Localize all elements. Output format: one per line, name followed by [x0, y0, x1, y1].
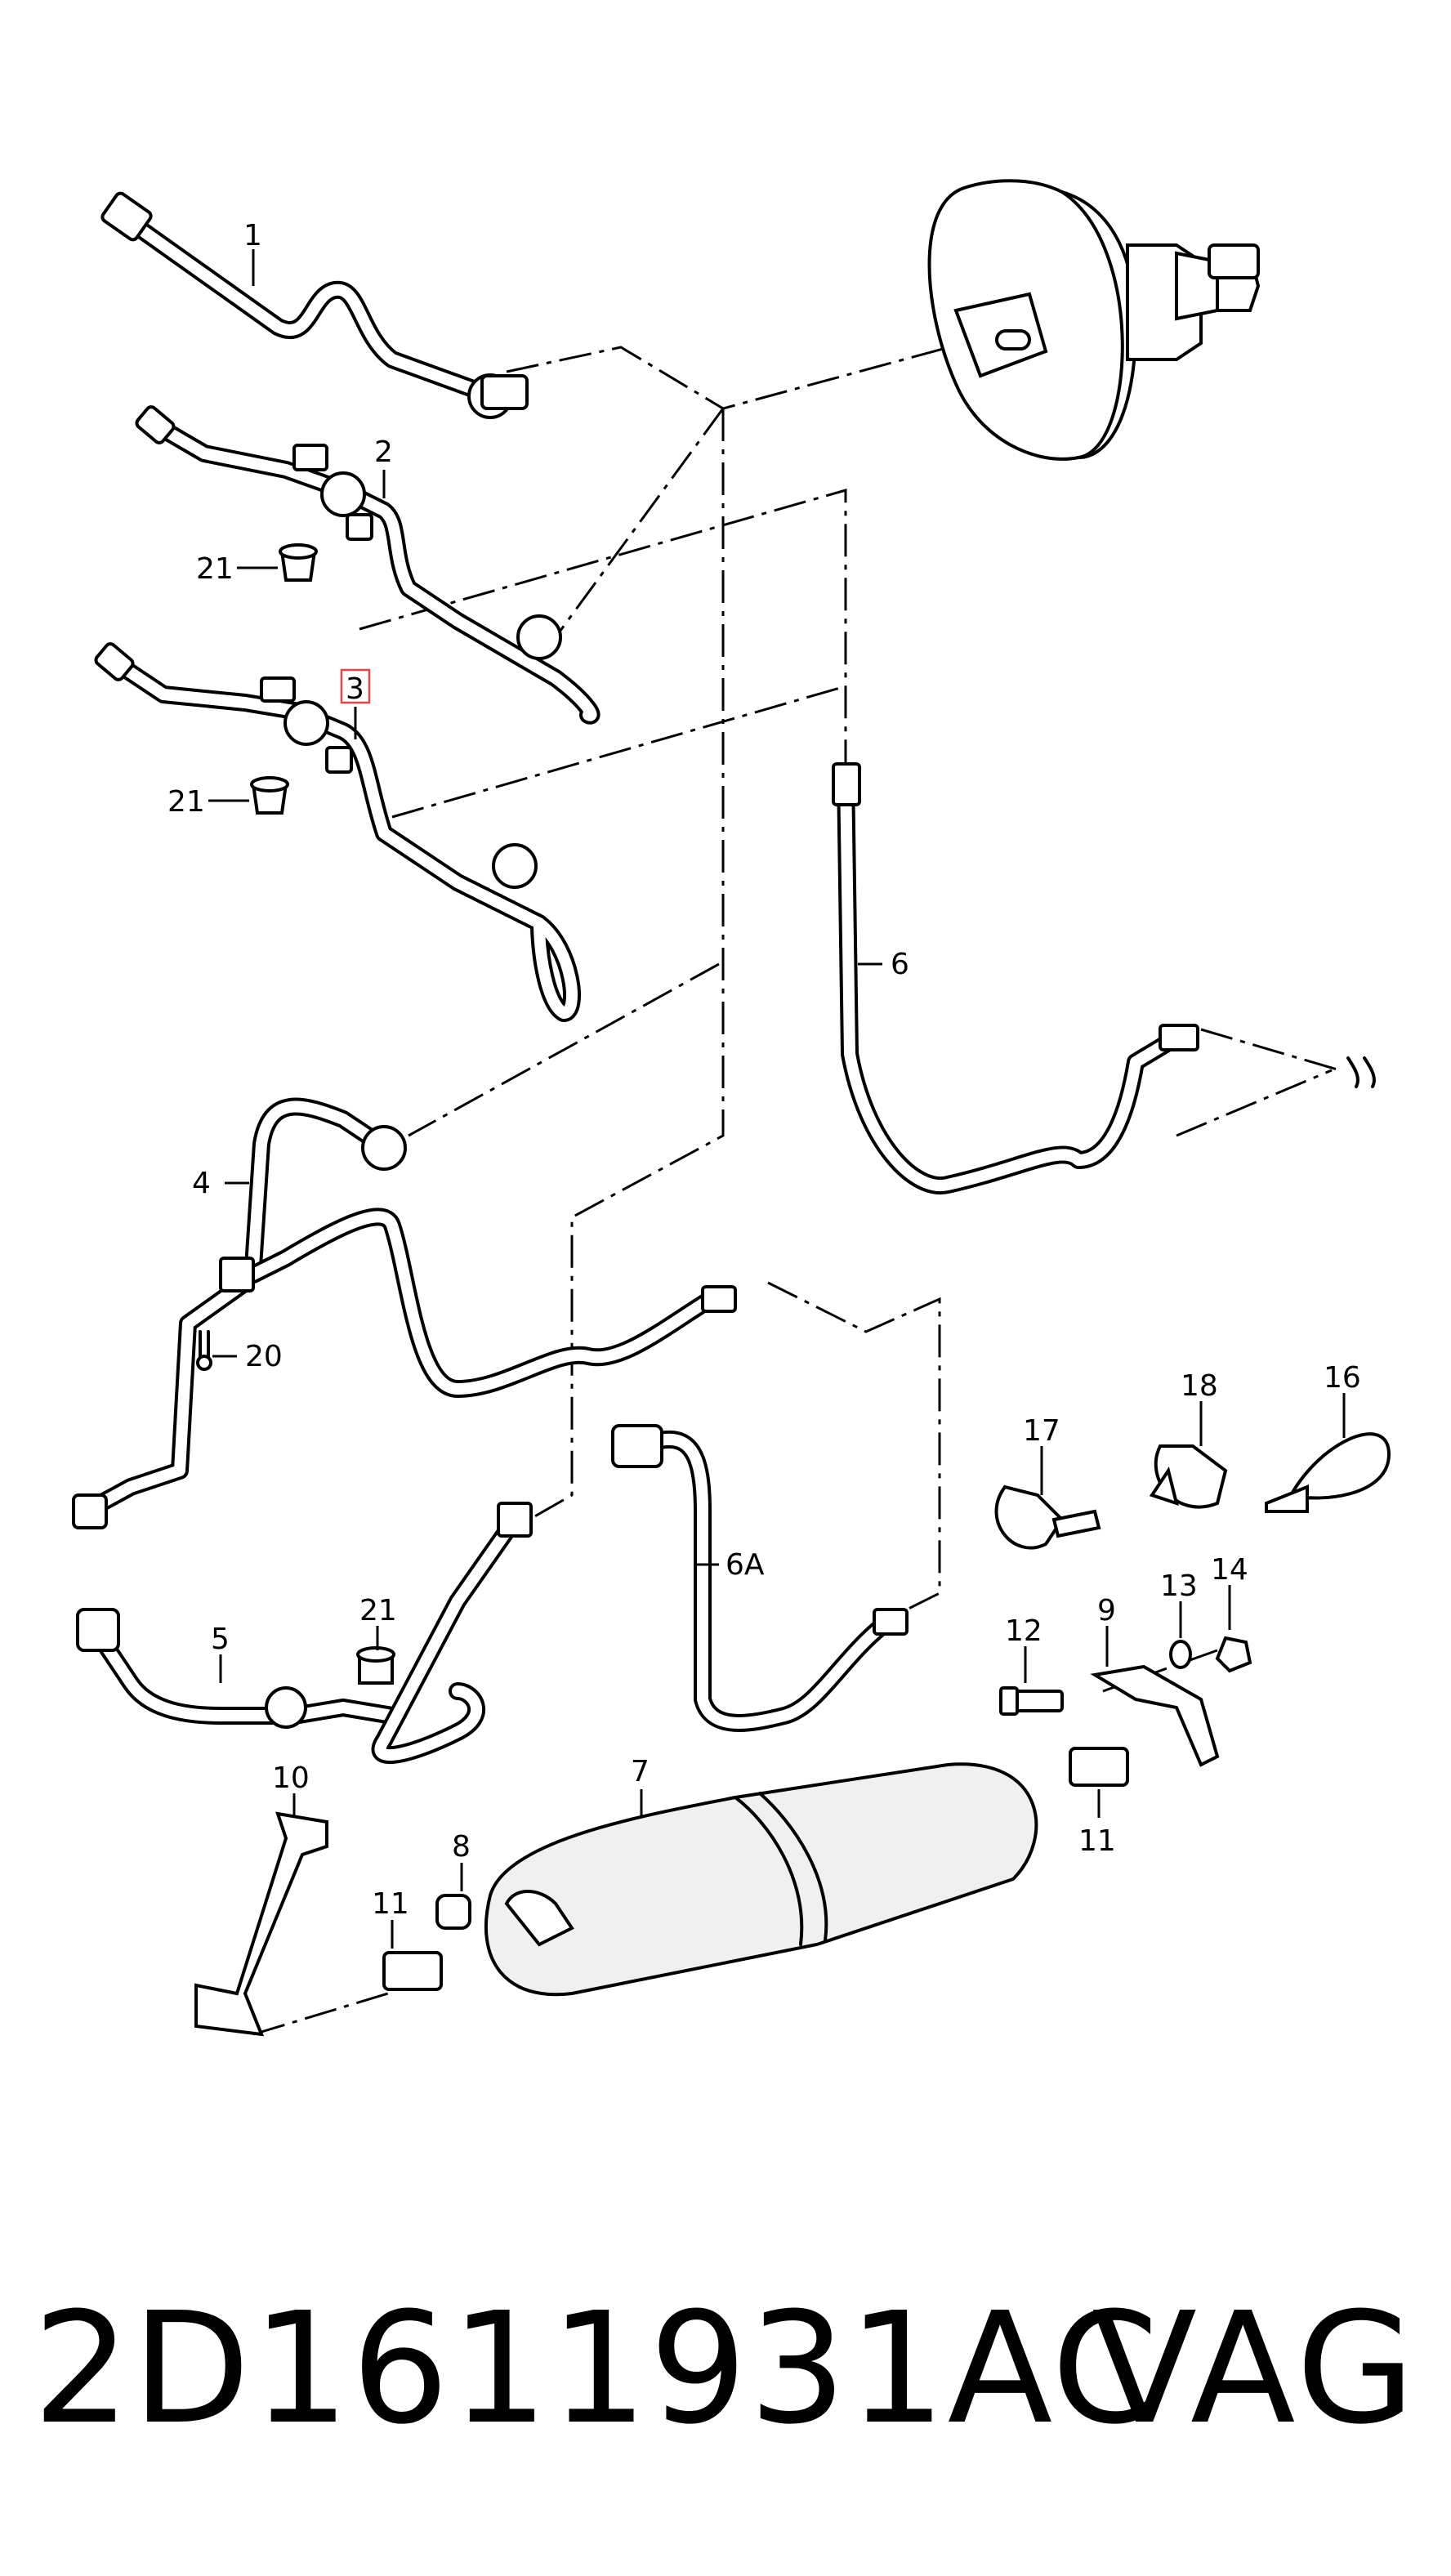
clamps-and-cable-tie	[994, 1432, 1391, 1550]
callout-7: 7	[631, 1755, 650, 1788]
part-3-brake-line	[94, 642, 581, 1022]
part-5-brake-line	[76, 1502, 533, 1765]
footer: 2D1611931AC VAG	[0, 2279, 1451, 2525]
callout-21-top: 21	[196, 552, 234, 586]
callout-16: 16	[1324, 1361, 1361, 1395]
part-1-brake-line	[100, 191, 529, 419]
callout-21-bottom: 21	[359, 1594, 397, 1627]
callout-6: 6	[891, 948, 909, 981]
mounting-hardware	[999, 1636, 1252, 1767]
callout-10: 10	[272, 1761, 310, 1795]
callout-12: 12	[1005, 1614, 1042, 1648]
callout-leaders	[208, 249, 1346, 1949]
callout-17: 17	[1023, 1414, 1060, 1448]
callout-9: 9	[1097, 1594, 1116, 1627]
callout-8: 8	[452, 1830, 471, 1864]
part-number: 2D1611931AC	[33, 2279, 1161, 2458]
callout-13: 13	[1160, 1569, 1198, 1603]
brake-booster	[927, 179, 1261, 461]
callout-3-highlight-box	[340, 668, 371, 704]
part-4-brake-line	[72, 1097, 737, 1529]
part-6A-brake-line	[611, 1424, 909, 1732]
callout-11-bottom-left: 11	[372, 1887, 409, 1921]
callout-6A: 6A	[726, 1548, 765, 1582]
callout-18: 18	[1181, 1369, 1218, 1403]
callout-2: 2	[374, 435, 393, 469]
callout-1: 1	[243, 219, 262, 252]
callout-labels: 1 2 3 4 5 6 6A 7 8 9 10 11 11 12 13 14 1…	[167, 219, 1361, 1921]
callout-14: 14	[1211, 1553, 1248, 1587]
callout-3: 3	[346, 672, 364, 706]
part-8-sleeve	[435, 1894, 471, 1930]
callout-5: 5	[211, 1623, 230, 1656]
callout-21-middle: 21	[167, 785, 205, 819]
brand-name: VAG	[1092, 2279, 1418, 2458]
callout-4: 4	[192, 1167, 211, 1200]
parts-diagram: 1 2 3 4 5 6 6A 7 8 9 10 11 11 12 13 14 1…	[72, 179, 1391, 2037]
part-2-brake-line	[135, 405, 600, 725]
callout-11-right: 11	[1078, 1824, 1116, 1858]
part-6-brake-line	[832, 762, 1376, 1195]
part-11-clips	[382, 1747, 1129, 1991]
part-7-reservoir	[484, 1762, 1038, 1997]
part-10-bracket	[194, 1811, 328, 2037]
callout-20: 20	[245, 1340, 283, 1373]
part-21-grommets	[250, 543, 395, 1685]
